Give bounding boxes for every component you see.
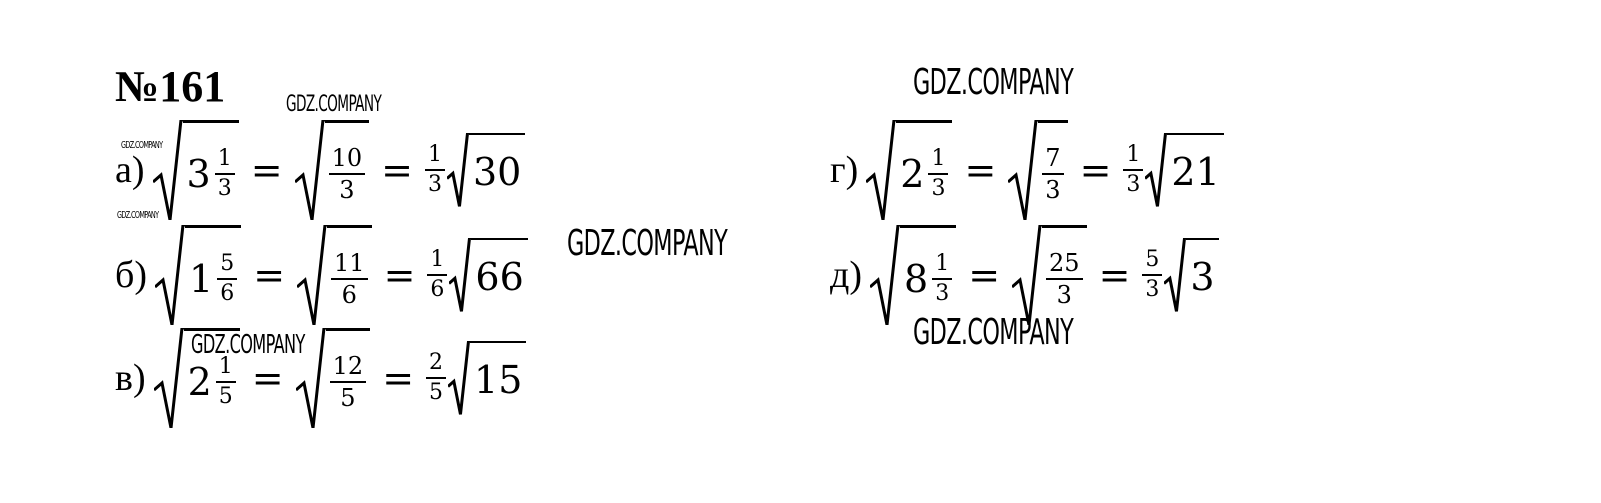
equation-label: д): [830, 254, 862, 296]
sqrt-radical-icon: [155, 225, 185, 325]
radical-value: 21: [1171, 149, 1220, 194]
radical-value: 66: [475, 254, 524, 299]
sqrt-radical-icon: [447, 133, 469, 206]
sqrt-radical-icon: [448, 341, 470, 414]
equals-sign: =: [253, 253, 286, 297]
sqrt-result: 3: [1164, 238, 1219, 311]
equation-label: б): [115, 254, 147, 296]
sqrt-result: 30: [447, 133, 526, 206]
watermark: GDZ.COMPANY: [191, 330, 305, 360]
equation-label: а): [115, 149, 145, 191]
problem-number-title: №161: [115, 62, 226, 111]
watermark: GDZ.COMPANY: [567, 223, 728, 264]
sqrt-radical-icon: [870, 225, 900, 325]
sqrt-radical-icon: [153, 120, 183, 220]
watermark: GDZ.COMPANY: [121, 140, 163, 151]
sqrt-radical-icon: [154, 328, 184, 428]
sqrt-result: 66: [449, 238, 528, 311]
sqrt-radical-icon: [1145, 133, 1167, 206]
whole-part: 8: [904, 256, 929, 301]
equation-label: г): [830, 149, 859, 191]
whole-part: 2: [187, 359, 212, 404]
whole-part: 2: [900, 151, 925, 196]
sqrt-result: 15: [448, 341, 527, 414]
equals-sign: =: [383, 253, 416, 297]
watermark: GDZ.COMPANY: [286, 92, 382, 117]
radical-value: 15: [474, 357, 523, 402]
sqrt-radical-icon: [296, 328, 326, 428]
equals-sign: =: [1079, 148, 1112, 192]
whole-part: 1: [189, 256, 214, 301]
equals-sign: =: [1098, 253, 1131, 297]
radical-value: 30: [472, 149, 522, 194]
whole-part: 3: [186, 151, 211, 196]
sqrt-radical-icon: [297, 225, 327, 325]
watermark: GDZ.COMPANY: [117, 210, 159, 221]
sqrt-result: 21: [1145, 133, 1224, 206]
sqrt-radical-icon: [449, 238, 471, 311]
sqrt-radical-icon: [1012, 225, 1042, 325]
watermark: GDZ.COMPANY: [913, 312, 1074, 353]
equals-sign: =: [381, 148, 413, 192]
equals-sign: =: [251, 356, 284, 400]
sqrt-radical-icon: [866, 120, 896, 220]
watermark: GDZ.COMPANY: [913, 62, 1074, 103]
sqrt-radical-icon: [1164, 238, 1186, 311]
equation-label: в): [115, 357, 146, 399]
sqrt-radical-icon: [1008, 120, 1038, 220]
equals-sign: =: [382, 356, 415, 400]
equals-sign: =: [964, 148, 997, 192]
equals-sign: =: [250, 148, 283, 192]
radical-value: 3: [1190, 254, 1215, 299]
equals-sign: =: [968, 253, 1001, 297]
sqrt-radical-icon: [295, 120, 325, 220]
